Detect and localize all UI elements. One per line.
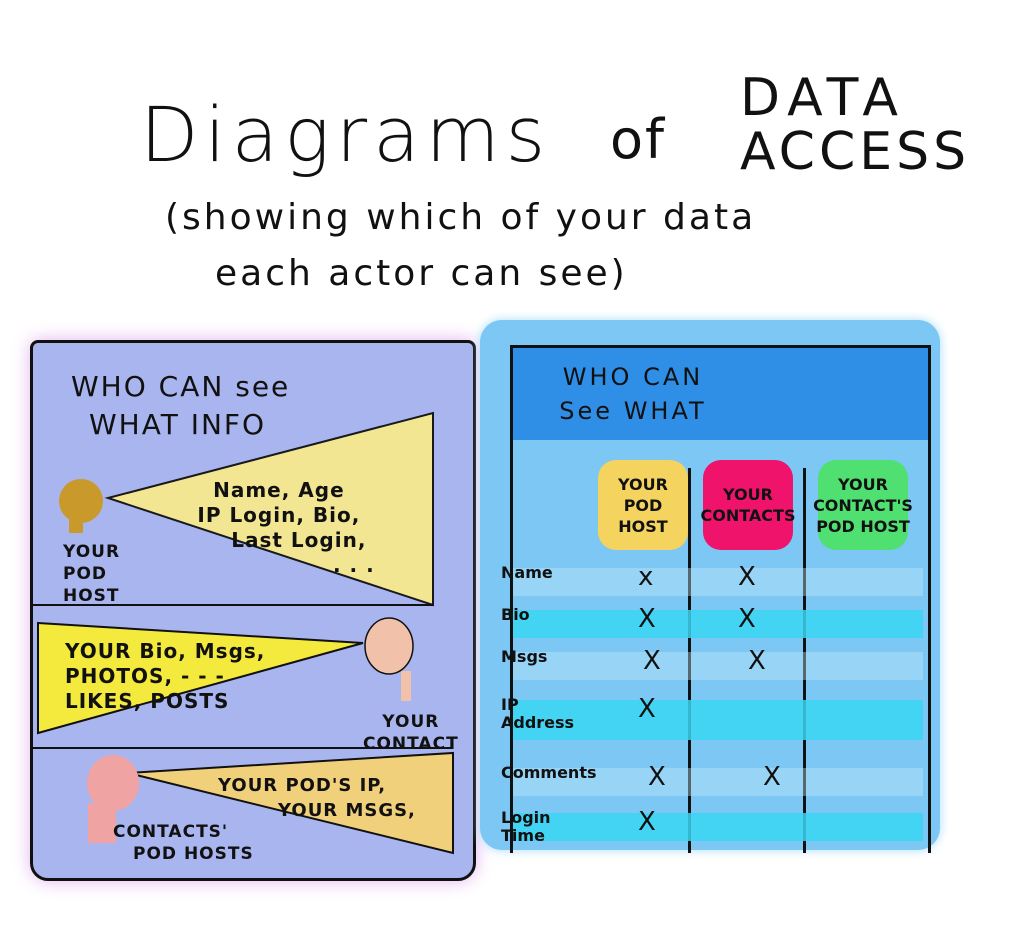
head-icon-pod-host (59, 479, 103, 533)
beam-contact (37, 621, 364, 735)
actor-contacts-hosts-label: CONTACTS' POD HOSTS (113, 822, 254, 864)
who-can-see-panel: WHO CAN see WHAT INFO Name, Age IP Login… (30, 340, 476, 881)
beam-host-text: Name, Age IP Login, Bio, Last Login, . .… (197, 478, 375, 577)
column-divider-2 (803, 468, 806, 853)
beam-contact-text: YOUR Bio, Msgs, PHOTOS, - - - LIKES, POS… (65, 639, 266, 713)
title-highlight-access: ACCESS (740, 122, 971, 182)
page-title: Diagrams of DATA ACCESS (140, 60, 970, 182)
beam-contacts-host-text: YOUR POD'S IP, YOUR MSGS, (218, 775, 416, 821)
who-can-see-what-table: WHO CAN See WHAT YOUR POD HOST YOUR CONT… (480, 320, 940, 853)
table-frame: WHO CAN See WHAT YOUR POD HOST YOUR CONT… (501, 345, 931, 853)
column-contacts-pod-host: YOUR CONTACT'S POD HOST (813, 460, 913, 550)
table-row: Bio X X (501, 604, 923, 638)
column-your-pod-host: YOUR POD HOST (598, 460, 688, 550)
left-heading: WHO CAN see WHAT INFO (71, 368, 290, 444)
table-row: IP Address X (501, 694, 923, 740)
table-row: Name x X (501, 562, 923, 596)
table-row: Login Time X (501, 807, 923, 845)
title-main: Diagrams (140, 90, 552, 179)
head-icon-contacts-hosts (87, 755, 139, 843)
beam-contacts-host (127, 751, 454, 855)
head-icon-contact (364, 617, 414, 701)
subtitle-line-2: each actor can see) (215, 253, 628, 294)
table-row: Msgs X X (501, 646, 923, 680)
actor-pod-host-label: YOUR POD HOST (63, 542, 121, 606)
beams-diagram (33, 411, 454, 855)
left-heading-line-1: WHO CAN see (71, 370, 291, 403)
column-divider-1 (688, 468, 691, 853)
left-heading-line-2: WHAT INFO (89, 408, 267, 441)
subtitle-line-1: (showing which of your data (165, 197, 757, 238)
table-title: WHO CAN See WHAT (559, 363, 707, 425)
column-your-contacts: YOUR CONTACTS (701, 460, 795, 550)
beam-host (104, 411, 434, 607)
subtitle: (showing which of your data each actor c… (165, 190, 885, 302)
title-of: of (610, 108, 667, 171)
title-highlight-data: DATA (740, 68, 906, 128)
table-row: Comments X X (501, 762, 923, 796)
actor-contact-label: YOUR CONTACT (363, 712, 459, 754)
table-header: WHO CAN See WHAT (513, 348, 928, 440)
